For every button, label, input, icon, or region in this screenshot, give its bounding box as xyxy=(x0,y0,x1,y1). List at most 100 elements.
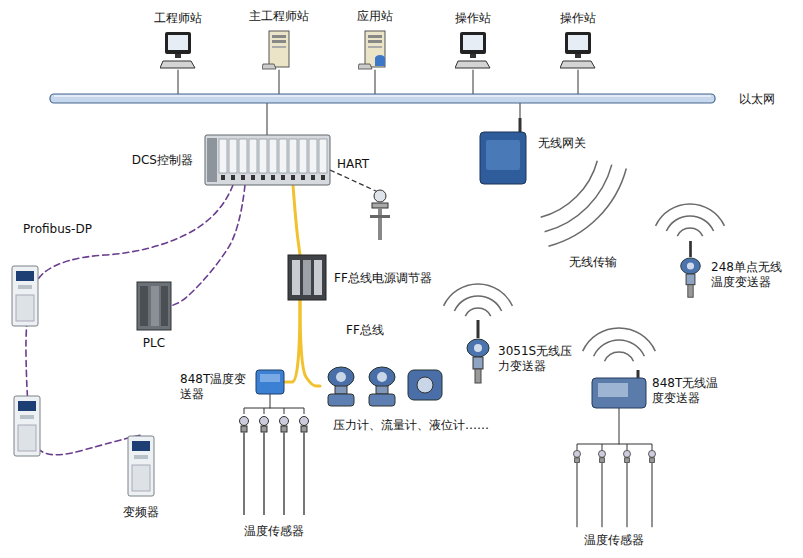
inverter-icons xyxy=(12,266,38,326)
ff-power-conditioner-icon xyxy=(314,260,322,295)
temperature-transmitter-icon xyxy=(256,370,284,394)
node-label: 操作站 xyxy=(455,11,491,26)
sensor-group: 温度传感器 xyxy=(567,444,661,530)
wireless-transmitter-icons xyxy=(681,241,701,297)
dcs-controller-icon xyxy=(205,135,330,185)
sensor-probes xyxy=(300,417,309,516)
sensor-probes xyxy=(652,444,653,450)
node-label: 温度传感器 xyxy=(584,533,644,548)
plc-icon xyxy=(151,286,159,326)
field-instrument-icons xyxy=(417,377,433,393)
workstation-icons xyxy=(160,31,595,69)
bus-label: Profibus-DP xyxy=(22,222,93,237)
workstation-icons xyxy=(375,58,385,66)
wireless-transmitter-icons xyxy=(592,378,646,408)
ethernet-bar xyxy=(50,94,715,103)
wireless-wave xyxy=(666,216,713,231)
wireless-wave xyxy=(583,328,656,351)
hart-device-icon xyxy=(372,203,388,208)
workstation-icons xyxy=(358,31,385,69)
wireless-transmitter-icons xyxy=(467,320,489,383)
node-label: 工程师站 xyxy=(154,11,202,26)
sensor-probes xyxy=(240,417,249,516)
sensor-probes xyxy=(648,450,655,527)
wireless-wave xyxy=(541,161,598,218)
node-label: 3051S无线压力变送器 xyxy=(498,344,578,374)
node-label: 操作站 xyxy=(560,11,596,26)
sensor-probes xyxy=(573,450,580,527)
connector xyxy=(270,394,271,408)
plc-icon xyxy=(161,286,168,326)
wireless-wave xyxy=(444,284,513,306)
sensor-probes xyxy=(240,408,656,527)
ff-power-conditioner-icon xyxy=(303,260,311,295)
wireless-wave xyxy=(545,165,612,232)
wireless-waves xyxy=(444,161,725,362)
dcs-controller-icon xyxy=(207,138,217,182)
connector xyxy=(300,300,320,386)
temperature-transmitter-icon xyxy=(256,370,284,394)
bus-label: FF总线 xyxy=(345,323,385,338)
workstation: 操作站 xyxy=(560,32,596,70)
ff-power-conditioner-icon xyxy=(292,260,300,295)
inverter-icons xyxy=(12,266,154,496)
sensor-probes xyxy=(602,444,603,450)
wireless-gateway-icon xyxy=(480,132,526,184)
sensor-probes xyxy=(284,408,285,414)
hart-device-icon xyxy=(374,190,386,202)
connector xyxy=(177,70,178,94)
sensor-probes xyxy=(598,450,605,527)
ff-power-conditioner-icon xyxy=(288,255,326,300)
wireless-transmitter-icons xyxy=(637,370,640,378)
annotation: 无线传输 xyxy=(568,255,618,270)
plc-icon xyxy=(140,286,148,326)
workstation: 主工程师站 xyxy=(262,30,296,70)
workstation: 操作站 xyxy=(455,32,491,70)
node-label: 主工程师站 xyxy=(249,9,309,24)
ethernet-band: 以太网 xyxy=(50,94,715,103)
connector xyxy=(619,408,620,444)
wireless-gateway-icon xyxy=(519,118,522,133)
sensor-probes xyxy=(260,417,269,516)
node-label: 无线网关 xyxy=(538,136,586,151)
inverter: 变频器 xyxy=(126,435,156,497)
wireless-wave xyxy=(454,296,501,311)
sensor-probes xyxy=(627,444,628,450)
workstation-icons xyxy=(455,32,490,68)
sensor-probes xyxy=(577,444,578,450)
node-label: 848T温度变送器 xyxy=(180,372,250,402)
wireless-gateway-icon xyxy=(480,118,526,184)
connector xyxy=(293,185,300,255)
temperature-transmitter-icon xyxy=(260,374,280,382)
workstation-icons xyxy=(560,32,595,68)
ff-power-conditioner: FF总线电源调节器 xyxy=(288,255,326,300)
wireless-transmitter: 3051S无线压力变送器 xyxy=(464,320,492,385)
plc-icon xyxy=(137,282,171,330)
workstation-icons xyxy=(262,31,289,69)
node-label: 应用站 xyxy=(357,9,393,24)
connector xyxy=(472,70,473,94)
sensor-probes xyxy=(577,444,652,445)
connector xyxy=(278,70,279,94)
ethernet-bar xyxy=(50,94,715,103)
connector xyxy=(171,185,245,306)
ff-power-conditioner-icon xyxy=(288,255,326,300)
plc: PLC xyxy=(137,282,171,330)
field-instrument-icons xyxy=(328,367,354,406)
sensor-probes xyxy=(264,408,265,414)
node-label: 848T无线温度变送器 xyxy=(652,376,724,406)
wireless-wave xyxy=(594,340,645,356)
node-label: 以太网 xyxy=(739,91,775,106)
wireless-transmitter: 248单点无线温度变送器 xyxy=(678,240,703,300)
field-instrument-icons xyxy=(369,367,395,406)
connector xyxy=(284,300,300,382)
connector xyxy=(577,70,578,94)
workstation-icons xyxy=(160,32,195,68)
sensor-group: 温度传感器 xyxy=(234,408,314,520)
node-label: 压力计、流量计、液位计…… xyxy=(333,418,489,433)
wireless-wave xyxy=(605,352,634,361)
temperature-transmitter: 848T温度变送器 xyxy=(256,370,284,394)
hart-device-icon xyxy=(378,208,382,240)
hart-device-icon xyxy=(330,170,390,240)
